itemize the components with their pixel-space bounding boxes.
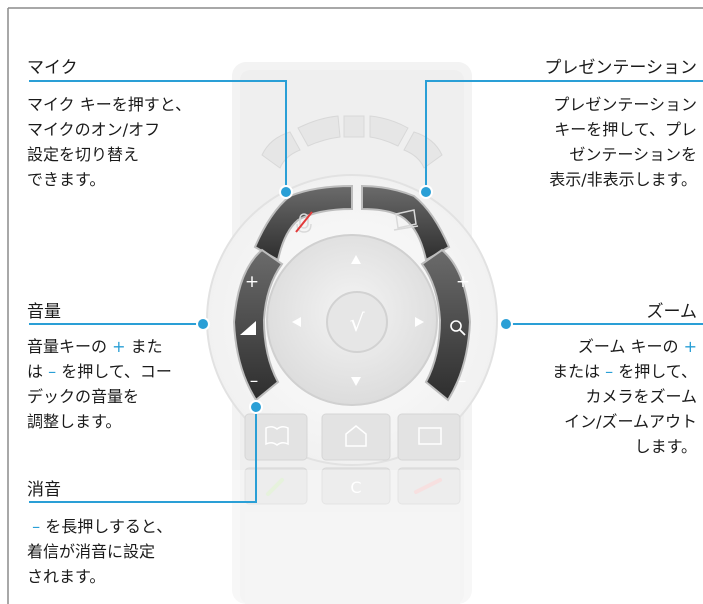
- mic-callout-dot: [279, 185, 293, 199]
- zoom-callout-dot: [499, 317, 513, 331]
- zoom-key[interactable]: [420, 248, 472, 402]
- end-call-icon: [414, 478, 442, 494]
- home-icon: [345, 425, 367, 447]
- mic-muted-icon: [295, 211, 313, 233]
- phonebook-key[interactable]: [244, 413, 308, 461]
- zoom-description: ズーム キーの + または – を押して、 カメラをズーム イン/ズームアウト …: [552, 334, 697, 459]
- volume-key[interactable]: [232, 248, 284, 402]
- minus-symbol: –: [32, 517, 41, 536]
- volume-description: 音量キーの + また は – を押して、コー デックの音量を 調整します。: [27, 334, 172, 434]
- book-icon: [265, 425, 289, 446]
- volume-icon: [240, 321, 256, 335]
- presentation-icon: [393, 209, 419, 231]
- presentation-desc-line: プレゼンテーション: [553, 95, 697, 114]
- home-key[interactable]: [321, 413, 391, 461]
- mic-description: マイク キーを押すと、 マイクのオン/オフ 設定を切り替え できます。: [27, 92, 191, 192]
- zoom-desc-line: イン/ズームアウト: [564, 412, 697, 431]
- mic-desc-line: マイク キーを押すと、: [27, 95, 192, 114]
- presentation-key[interactable]: [361, 184, 451, 262]
- top-soft-keys: [261, 115, 443, 169]
- plus-symbol: +: [683, 337, 697, 356]
- keypad-area: [245, 512, 460, 604]
- volume-callout-dot: [196, 317, 210, 331]
- plus-symbol: +: [112, 337, 126, 356]
- presentation-title: プレゼンテーション: [544, 58, 697, 78]
- arrow-left-icon: [292, 317, 301, 327]
- mute-callout-dot: [249, 400, 263, 414]
- volume-minus-label: –: [250, 371, 259, 391]
- volume-desc-line: 調整します。: [27, 412, 122, 431]
- magnifier-icon: [450, 320, 466, 336]
- call-icon: [266, 478, 284, 496]
- zoom-minus-label: –: [458, 371, 467, 391]
- mic-desc-line: 設定を切り替え: [27, 145, 140, 164]
- mute-desc-line: 着信が消音に設定: [27, 542, 156, 561]
- zoom-desc-line: ズーム キーの +: [577, 337, 697, 356]
- volume-title: 音量: [27, 302, 61, 322]
- ok-check-icon: √: [349, 309, 365, 337]
- presentation-desc-line: キーを押して、プレ: [554, 120, 697, 139]
- minus-symbol: –: [48, 362, 57, 381]
- volume-desc-line: は – を押して、コー: [27, 362, 172, 381]
- zoom-desc-line: します。: [634, 437, 697, 456]
- zoom-desc-line: カメラをズーム: [585, 387, 697, 406]
- mute-description: – を長押しすると、 着信が消音に設定 されます。: [27, 514, 172, 589]
- volume-desc-line: デックの音量を: [27, 387, 140, 406]
- zoom-desc-line: または – を押して、: [552, 362, 697, 381]
- clear-key-label: C: [350, 478, 361, 497]
- presentation-desc-line: ゼンテーションを: [569, 145, 697, 164]
- mic-desc-line: マイクのオン/オフ: [27, 120, 161, 139]
- arrow-right-icon: [415, 317, 424, 327]
- zoom-title: ズーム: [646, 302, 698, 322]
- mute-callout-line: [29, 408, 257, 503]
- mic-key[interactable]: [253, 184, 353, 262]
- clear-key[interactable]: [321, 467, 391, 505]
- mic-desc-line: できます。: [27, 170, 106, 189]
- volume-desc-line: 音量キーの + また: [27, 337, 163, 356]
- presentation-callout-line: [425, 80, 703, 188]
- mute-desc-line: されます。: [27, 567, 106, 586]
- mute-title: 消音: [27, 480, 61, 500]
- minus-symbol: –: [605, 362, 614, 381]
- presentation-description: プレゼンテーション キーを押して、プレ ゼンテーションを 表示/非表示します。: [549, 92, 697, 192]
- presentation-desc-line: 表示/非表示します。: [549, 170, 697, 189]
- selfview-key[interactable]: [397, 413, 461, 461]
- mic-callout-line: [29, 80, 287, 188]
- selfview-icon: [418, 427, 442, 445]
- zoom-plus-label: +: [456, 272, 470, 292]
- mute-desc-line: – を長押しすると、: [32, 517, 173, 536]
- mic-title: マイク: [27, 58, 78, 78]
- arrow-up-icon: [351, 255, 361, 264]
- ok-key[interactable]: [326, 291, 388, 353]
- presentation-callout-dot: [419, 185, 433, 199]
- arrow-down-icon: [351, 377, 361, 386]
- volume-plus-label: +: [245, 272, 259, 292]
